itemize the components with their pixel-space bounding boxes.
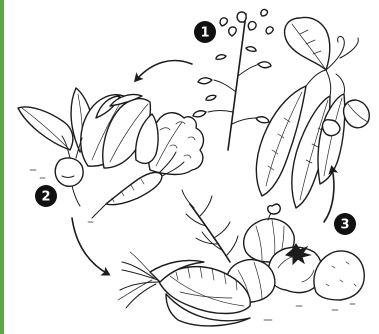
step-number-2: 2 [41,190,50,205]
curved-arrow-icon [136,61,192,80]
legume-plants-icon [193,9,369,208]
step-badge-2: 2 [35,185,57,207]
step-number-3: 3 [340,218,349,233]
curved-arrow-icon [72,218,108,274]
corn-tomato-squash-icon [118,190,364,326]
step-badge-1: 1 [194,21,216,43]
step-number-1: 1 [200,26,209,41]
step-badge-3: 3 [334,213,356,235]
